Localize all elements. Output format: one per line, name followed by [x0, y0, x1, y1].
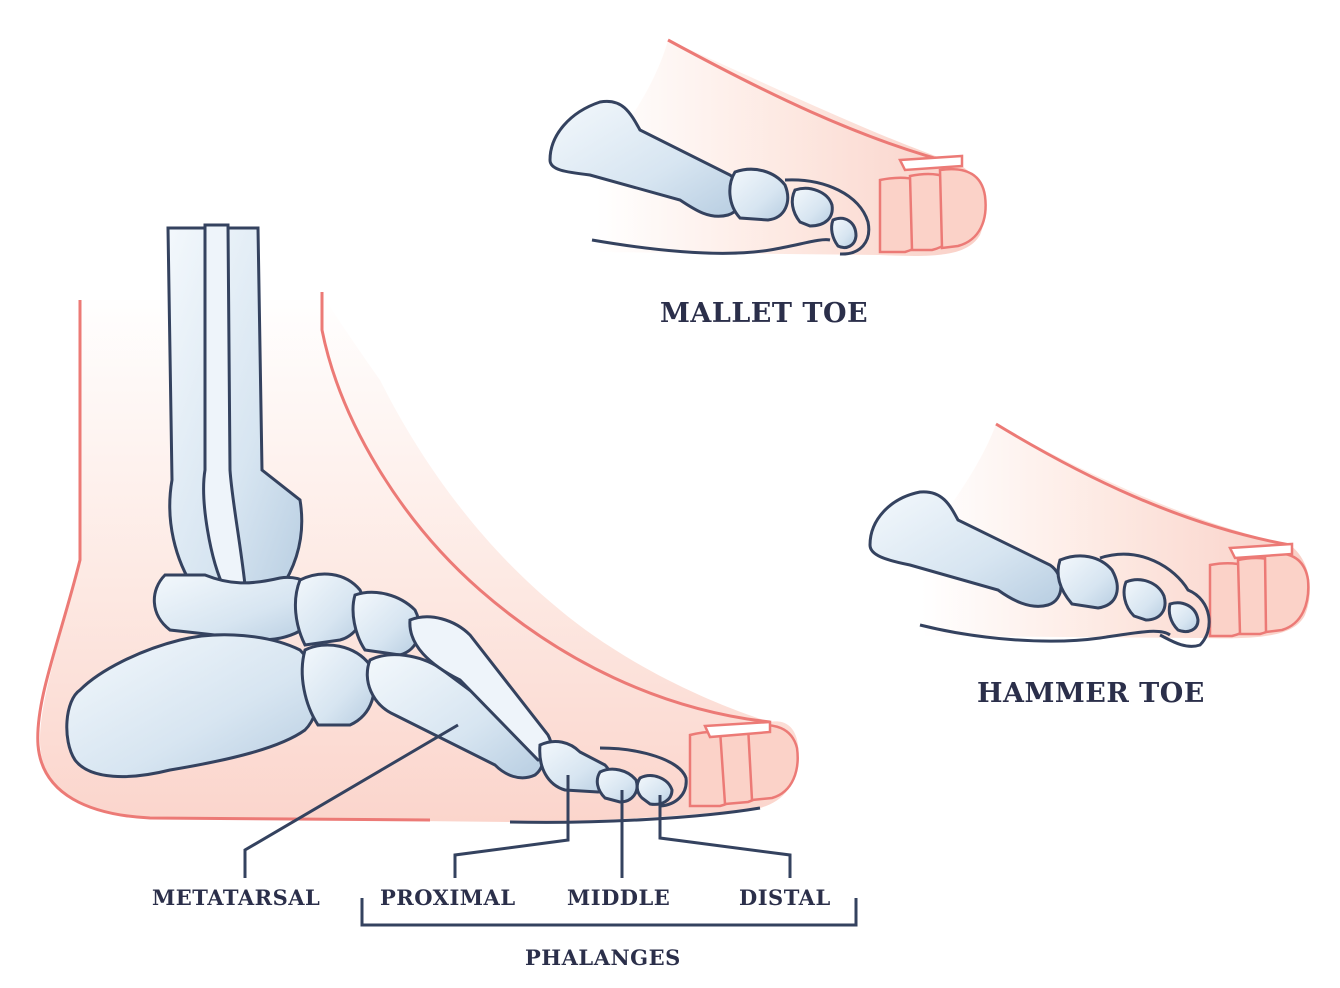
main-foot-skin-outline-front	[320, 292, 771, 724]
mallet-toe-label: MALLET TOE	[660, 298, 869, 329]
hammer-toe-skin-outline	[995, 422, 1291, 547]
phalanges-label: PHALANGES	[525, 945, 681, 970]
mallet-toe-sole	[591, 238, 831, 255]
main-foot	[36, 223, 858, 927]
mallet-toe-skin-outline	[667, 38, 961, 167]
mallet-toe-tips	[878, 154, 987, 254]
mallet-toe-figure	[548, 38, 987, 256]
main-foot-skin-outline-back	[36, 300, 431, 822]
hammer-toe-sole	[919, 623, 1171, 643]
metatarsal-leader	[243, 723, 459, 878]
hammer-toe-bones	[868, 490, 1211, 648]
calcaneus-bone	[65, 633, 320, 778]
hammer-toe-tips	[1208, 542, 1310, 638]
hammer-toe-figure	[868, 422, 1310, 648]
middle-label: MIDDLE	[567, 885, 671, 910]
proximal-leader	[453, 775, 570, 878]
distal-leader	[658, 795, 792, 878]
proximal-label: PROXIMAL	[380, 885, 516, 910]
middle-phalanx	[595, 767, 639, 804]
distal-label: DISTAL	[739, 885, 831, 910]
main-foot-toes	[688, 720, 799, 808]
main-foot-sole	[509, 806, 761, 824]
mallet-toe-bones	[548, 99, 871, 256]
metatarsal-label: METATARSAL	[152, 885, 321, 910]
hammer-toe-label: HAMMER TOE	[977, 678, 1205, 709]
leader-lines	[243, 723, 858, 927]
metatarsal-bones	[365, 615, 553, 780]
tarsal-bones	[65, 572, 421, 778]
main-phalanges	[538, 740, 688, 808]
cuboid-bone	[300, 643, 376, 727]
phalanges-bracket	[360, 898, 858, 927]
distal-phalanx	[635, 774, 674, 806]
